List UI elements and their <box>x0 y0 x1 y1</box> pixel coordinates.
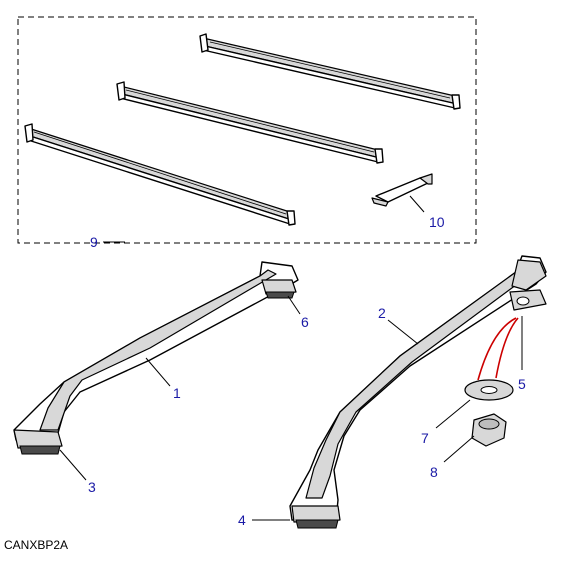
left-roof-bar <box>13 261 299 455</box>
callout-10: 10 <box>429 214 445 230</box>
callout-8: 8 <box>430 464 438 480</box>
callout-9: 9 <box>90 234 98 250</box>
leader-8 <box>443 435 475 463</box>
callout-5: 5 <box>518 376 526 392</box>
leader-10 <box>409 195 425 213</box>
nut <box>471 413 507 447</box>
callout-2: 2 <box>378 305 386 321</box>
rail-strip-top <box>199 33 461 110</box>
right-roof-bar <box>289 255 547 529</box>
leader-2 <box>387 319 419 345</box>
highlight-leader <box>477 317 517 381</box>
end-clip <box>371 173 433 207</box>
leader-1 <box>145 357 171 387</box>
callout-4: 4 <box>238 512 246 528</box>
callout-3: 3 <box>88 479 96 495</box>
kit-box-outline <box>17 16 477 244</box>
callout-7: 7 <box>421 430 429 446</box>
leader-6 <box>287 295 301 315</box>
leader-7 <box>435 399 471 429</box>
callout-6: 6 <box>301 314 309 330</box>
highlight-leader <box>495 317 519 379</box>
diagram-code: CANXBP2A <box>4 538 69 552</box>
rail-strip-bottom <box>24 123 296 226</box>
leader-3 <box>59 449 87 481</box>
washer <box>464 379 514 401</box>
callout-1: 1 <box>173 385 181 401</box>
rail-strip-middle <box>116 81 384 164</box>
